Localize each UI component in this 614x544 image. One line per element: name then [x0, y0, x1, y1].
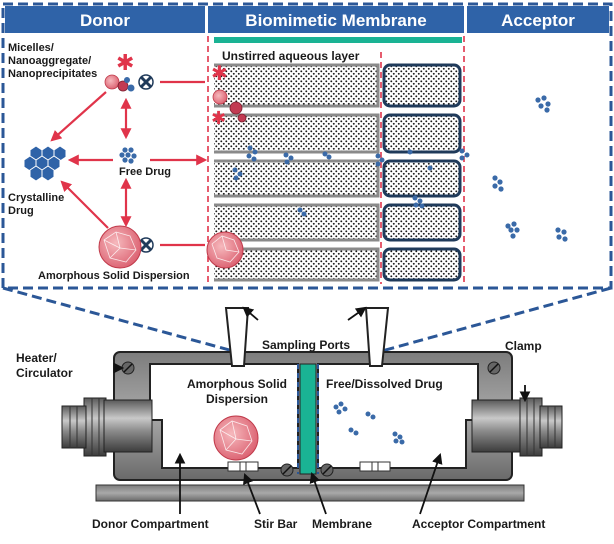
crystalline-label-2: Drug	[8, 205, 34, 217]
acceptor-compartment-label: Acceptor Compartment	[412, 517, 545, 531]
free-drug-label: Free Drug	[119, 166, 171, 178]
stir-bar-label: Stir Bar	[254, 517, 298, 531]
svg-text:✱: ✱	[116, 51, 134, 76]
crystalline-drug-icon	[23, 145, 67, 182]
donor-compartment-label: Donor Compartment	[92, 517, 209, 531]
uwl-label: Unstirred aqueous layer	[222, 49, 360, 63]
micelles-label-3: Nanoprecipitates	[8, 68, 97, 80]
acceptor-header-bar	[467, 6, 609, 33]
membrane-label: Membrane	[312, 517, 372, 531]
donor-arrows	[50, 80, 208, 247]
acceptor-drug-clusters	[492, 95, 568, 242]
asd-particle-icon	[206, 231, 244, 269]
screw-icon	[487, 361, 501, 375]
free-dissolved-label: Free/Dissolved Drug	[326, 377, 443, 391]
zoom-panel: Donor Biomimetic Membrane Acceptor Unsti…	[1, 2, 613, 290]
sampling-port-donor	[224, 307, 250, 367]
membrane-header-bar	[208, 6, 464, 33]
free-drug-icon	[119, 147, 137, 164]
screw-icon	[280, 463, 294, 477]
micelles-label-1: Micelles/	[8, 42, 54, 54]
screw-icon	[320, 463, 334, 477]
micelles-label-2: Nanoaggregate/	[8, 55, 91, 67]
leader-arrows	[113, 306, 531, 515]
heater-label-1: Heater/	[16, 351, 57, 365]
sampling-ports-label: Sampling Ports	[262, 338, 350, 352]
sampling-port-acceptor	[364, 307, 390, 367]
heater-label-2: Circulator	[16, 366, 73, 380]
teal-membrane-strip	[214, 37, 462, 43]
apparatus: Sampling Ports Heater/ Circulator Clamp …	[16, 306, 563, 531]
asd-compartment-label-1: Amorphous Solid	[187, 377, 287, 391]
blocked-x-icon	[138, 74, 154, 90]
screw-icon	[121, 361, 135, 375]
donor-header: Donor	[80, 11, 130, 30]
donor-header-bar	[5, 6, 205, 33]
asd-particle-icon	[213, 415, 259, 461]
heater-knob	[61, 397, 107, 457]
membrane-strip	[299, 363, 317, 475]
membrane-drug-clusters	[232, 145, 470, 217]
svg-text:✱: ✱	[211, 108, 226, 129]
asd-label: Amorphous Solid Dispersion	[38, 270, 190, 282]
crystalline-label-1: Crystalline	[8, 192, 64, 204]
base-plate	[95, 484, 525, 502]
membrane-slabs	[214, 63, 462, 282]
svg-text:✱: ✱	[211, 61, 228, 85]
clamp-knob	[519, 397, 563, 457]
asd-compartment-label-2: Dispersion	[206, 392, 268, 406]
blocked-x-icon	[138, 237, 154, 253]
asd-particle-icon	[98, 225, 142, 269]
clamp-label: Clamp	[505, 339, 542, 353]
zoom-connector-lines	[2, 286, 612, 370]
micelle-icon: ✱	[104, 51, 135, 92]
stir-bar-icon	[359, 461, 391, 472]
stir-bar-icon	[227, 461, 259, 472]
aggregate-icon: ✱ ✱	[211, 61, 247, 129]
dissolved-drug-clusters	[333, 401, 405, 445]
membrane-header: Biomimetic Membrane	[245, 11, 426, 30]
acceptor-header: Acceptor	[501, 11, 575, 30]
